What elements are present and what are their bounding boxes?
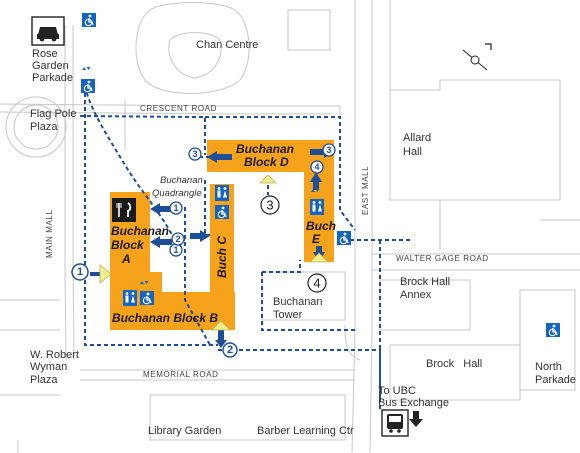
svg-text:Rose: Rose [32, 48, 58, 60]
marker-1-quad-a[interactable]: 1 [169, 201, 183, 215]
marker-2-block-b[interactable]: 2 [222, 342, 238, 358]
svg-text:Buchanan: Buchanan [111, 224, 169, 238]
marker-3-block-d-right[interactable]: 3 [322, 143, 336, 157]
marker-1-quad-b[interactable]: 1 [169, 243, 183, 257]
marker-4-tower[interactable]: 4 [307, 273, 327, 293]
food-icon [112, 198, 136, 222]
svg-text:North: North [535, 361, 562, 373]
svg-text:2: 2 [175, 234, 180, 244]
restroom-icon [123, 290, 137, 306]
svg-text:Plaza: Plaza [30, 121, 58, 133]
label-chan-centre: Chan Centre [196, 39, 258, 51]
down-arrow-icon [409, 411, 423, 427]
svg-text:Buchanan: Buchanan [236, 142, 294, 156]
marker-3-tower[interactable]: 3 [260, 195, 280, 215]
label-barber: Barber Learning Ctr [257, 425, 354, 437]
svg-text:Parkade: Parkade [535, 374, 576, 386]
label-walter-gage: WALTER GAGE ROAD [396, 254, 489, 263]
arrow-block-a-1 [150, 203, 172, 215]
label-library-garden: Library Garden [148, 425, 221, 437]
restroom-icon [215, 185, 229, 201]
arrow-block-c [190, 230, 210, 242]
marker-4-block-e[interactable]: 4 [310, 160, 324, 174]
svg-text:3: 3 [192, 149, 197, 159]
label-main-mall: MAIN MALL [45, 209, 54, 258]
arrow-block-a-2 [150, 236, 172, 248]
wheelchair-icon [139, 290, 155, 306]
arrow-block-b-down [215, 330, 227, 348]
building-block-e [304, 172, 334, 262]
car-icon [31, 16, 65, 46]
wheelchair-icon [81, 12, 97, 28]
svg-text:Hall: Hall [403, 146, 422, 158]
svg-text:Brock Hall: Brock Hall [400, 276, 450, 288]
svg-text:Quadrangle: Quadrangle [152, 188, 202, 199]
label-memorial-road: MEMORIAL ROAD [143, 370, 219, 379]
svg-text:Wyman: Wyman [30, 361, 67, 373]
svg-text:4: 4 [313, 276, 320, 291]
svg-text:A: A [121, 252, 131, 266]
marker-2-block-a[interactable]: 2 [171, 232, 185, 246]
marker-1-main[interactable]: 1 [71, 263, 89, 281]
entrance-markers: 1 1 1 2 2 3 3 3 4 4 [71, 143, 336, 358]
svg-text:Tower: Tower [273, 309, 303, 321]
entrance-triangles [99, 174, 329, 331]
svg-text:Parkade: Parkade [32, 72, 73, 84]
svg-text:E: E [312, 232, 321, 246]
svg-text:4: 4 [314, 162, 319, 172]
building-labels: Buchanan Block A Buchanan Block B Buch C… [111, 142, 336, 325]
svg-text:Buchanan Block B: Buchanan Block B [112, 311, 218, 325]
svg-text:W. Robert: W. Robert [30, 349, 79, 361]
svg-text:Flag Pole: Flag Pole [30, 108, 76, 120]
svg-text:1: 1 [77, 266, 83, 278]
svg-text:Buch: Buch [306, 219, 336, 233]
svg-text:Buchanan: Buchanan [160, 175, 203, 186]
svg-text:1: 1 [173, 203, 178, 213]
building-block-d [207, 140, 334, 172]
svg-text:2: 2 [227, 344, 233, 356]
svg-text:Garden: Garden [32, 60, 69, 72]
svg-text:Buch C: Buch C [215, 236, 229, 278]
marker-3-block-d-left[interactable]: 3 [188, 147, 202, 161]
svg-text:Block: Block [111, 238, 145, 252]
svg-text:Bus Exchange: Bus Exchange [378, 397, 449, 409]
bus-icon [381, 409, 409, 437]
wheelchair-icon [80, 78, 96, 94]
svg-text:Buchanan: Buchanan [273, 296, 323, 308]
label-crescent-road: CRESCENT ROAD [140, 104, 217, 113]
arrow-block-e-down [310, 172, 322, 190]
svg-text:3: 3 [266, 198, 273, 213]
label-east-mall: EAST MALL [361, 166, 370, 215]
wheelchair-icon [214, 204, 230, 220]
wheelchair-icon [336, 230, 352, 246]
restroom-icon [310, 199, 324, 215]
wheelchair-icon [545, 322, 561, 338]
svg-text:To UBC: To UBC [378, 385, 416, 397]
label-brock-hall: Brock Hall [426, 358, 482, 370]
svg-text:Allard: Allard [403, 132, 431, 144]
svg-text:Plaza: Plaza [30, 374, 58, 386]
svg-text:Annex: Annex [400, 289, 432, 301]
arrow-block-d-left [207, 151, 232, 163]
compass-icon [462, 43, 492, 72]
svg-text:Block D: Block D [244, 155, 289, 169]
place-labels: Chan Centre Rose Garden Parkade Flag Pol… [30, 39, 576, 437]
svg-text:1: 1 [173, 245, 178, 255]
elevator-icon [82, 67, 91, 70]
svg-text:3: 3 [326, 145, 331, 155]
